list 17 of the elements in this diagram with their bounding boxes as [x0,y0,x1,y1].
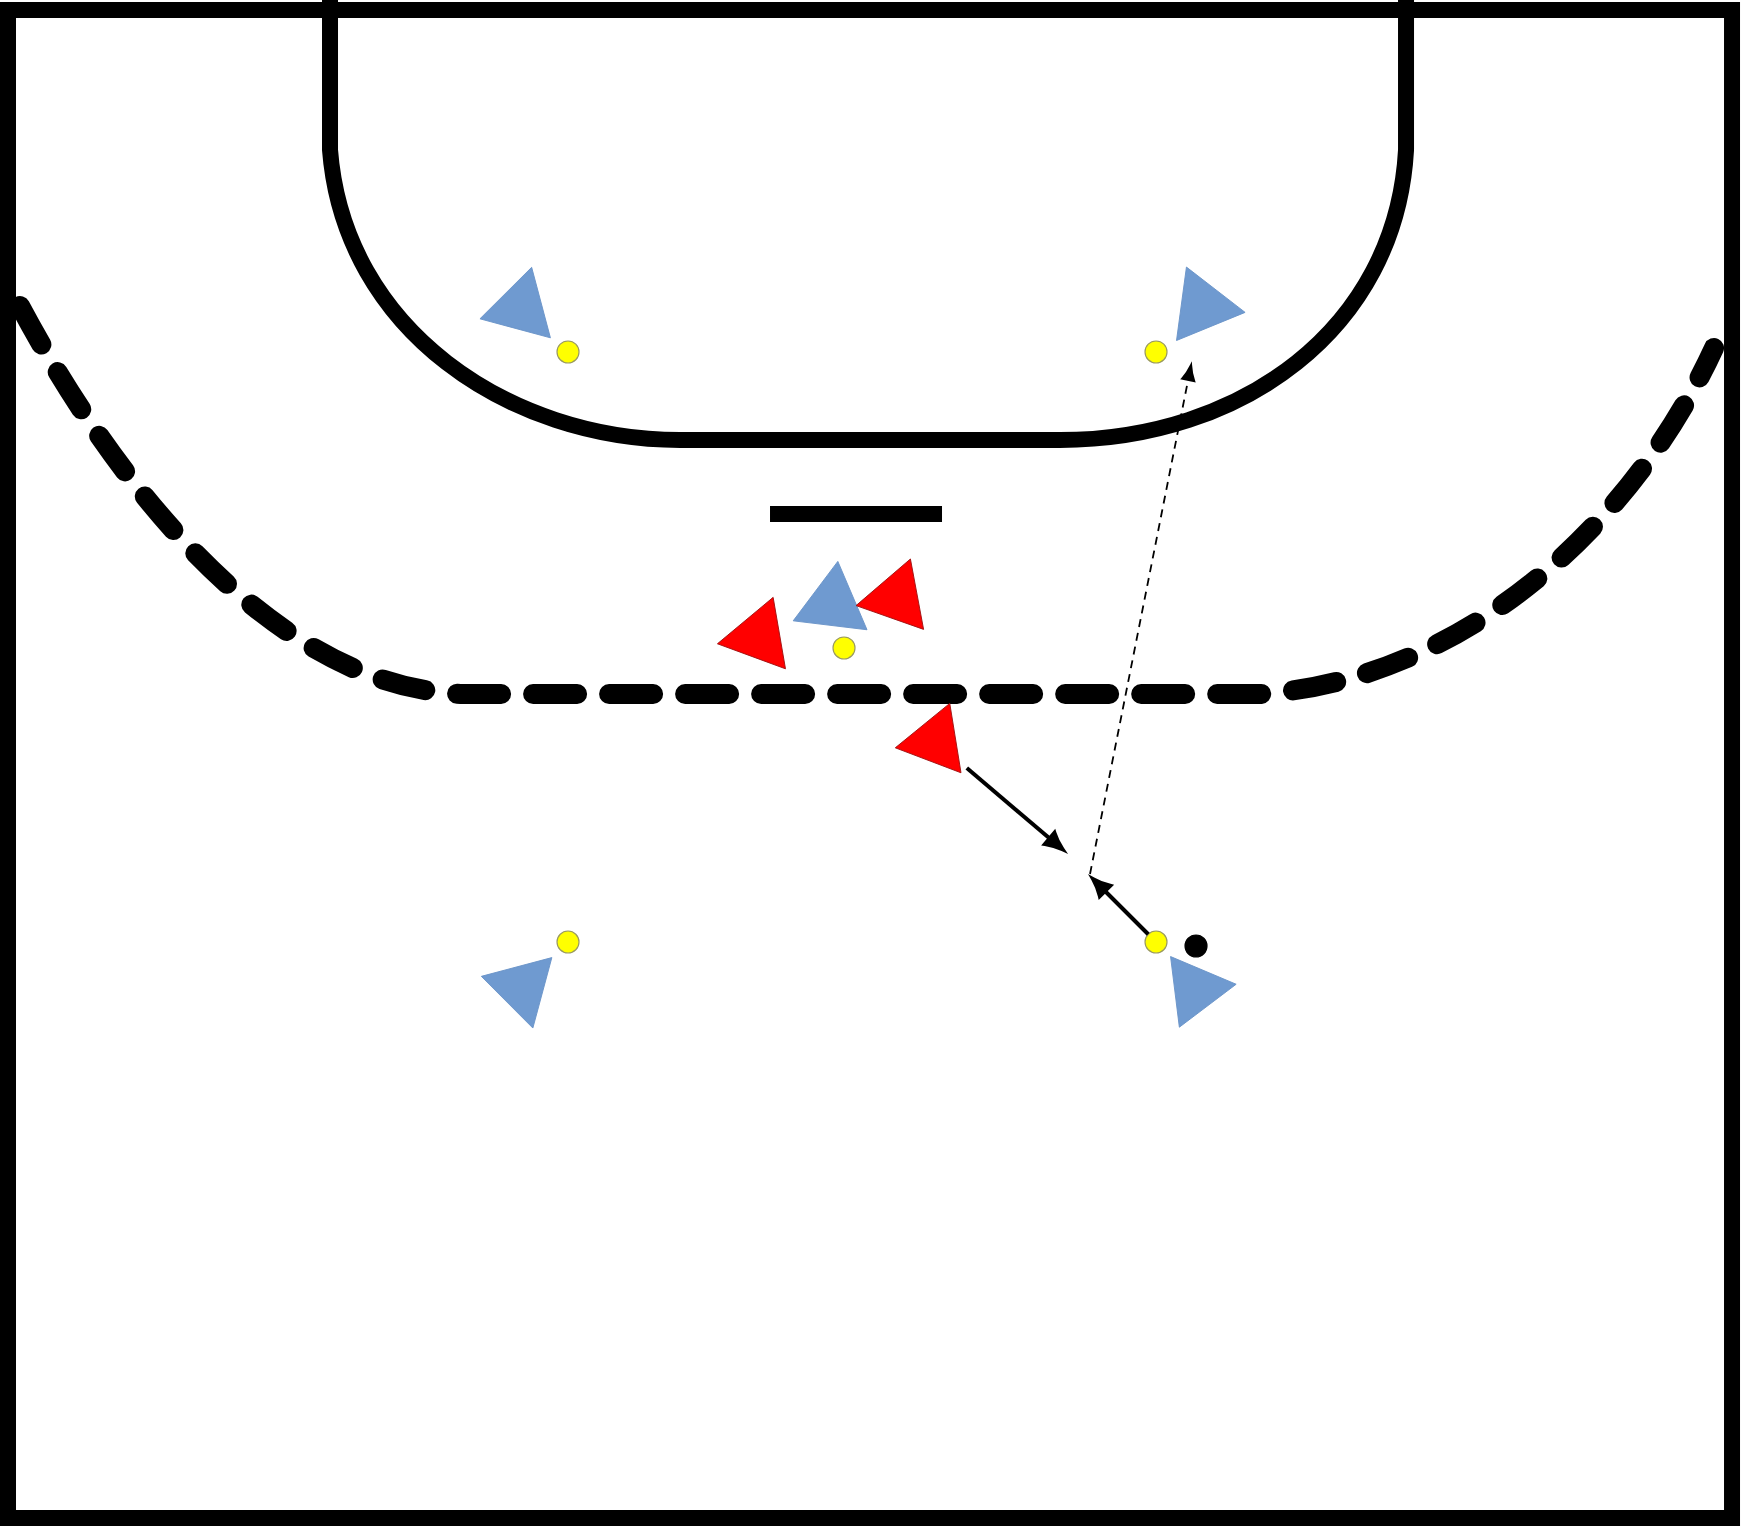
triangle-marker [716,596,786,670]
triangle-marker [792,560,868,631]
dot-marker [556,340,580,364]
dot-marker [832,636,856,660]
triangle-marker [479,266,551,339]
triangle-marker [894,702,962,774]
dot-marker [1144,340,1168,364]
dot-marker [556,930,580,954]
dot-marker [1144,930,1168,954]
triangle-marker [1170,956,1237,1028]
arrow [965,766,1065,852]
triangle-marker [1176,266,1246,341]
triangle-marker [855,558,925,630]
dashed-arrow [1089,363,1196,875]
arrow [1091,877,1150,936]
triangle-marker [480,957,553,1029]
dot-marker [1184,934,1208,958]
